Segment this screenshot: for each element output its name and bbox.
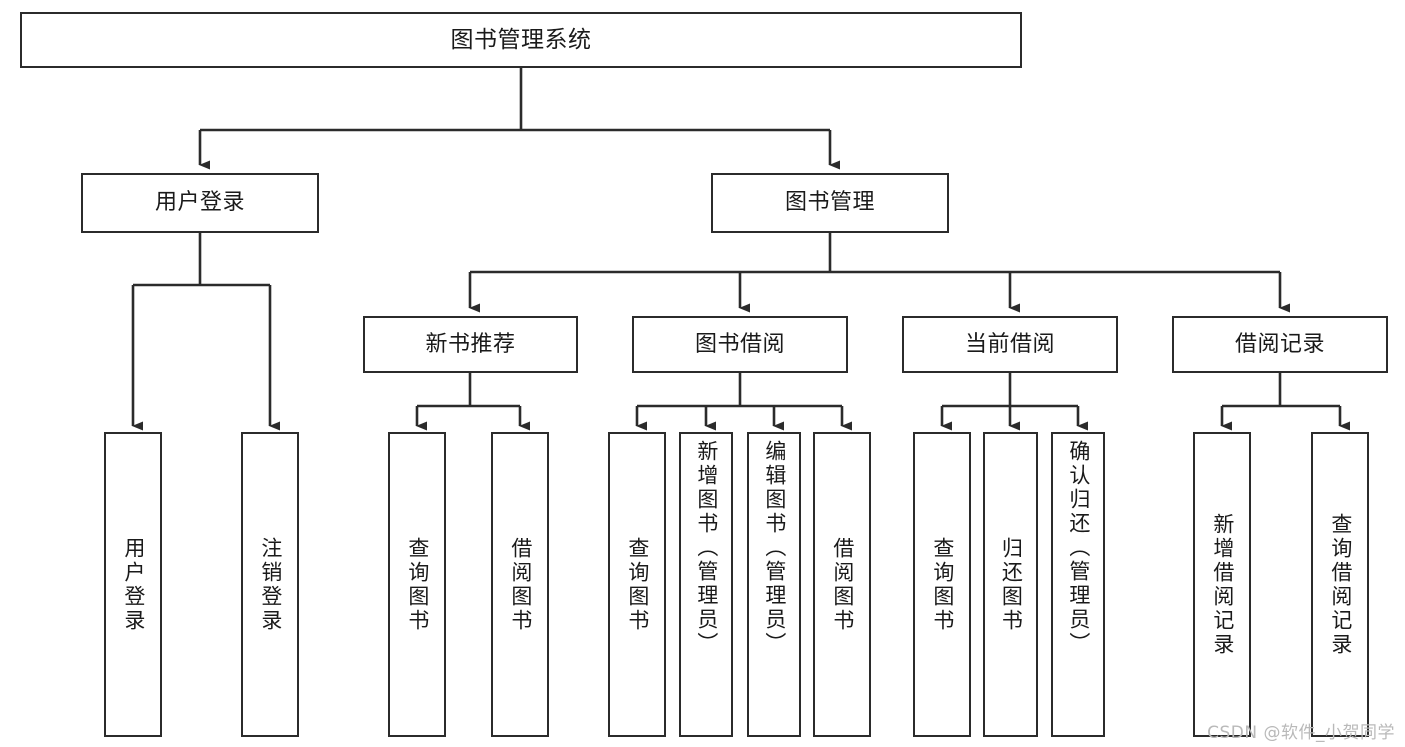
leaf-user-login[interactable]: 用户登录 bbox=[104, 432, 162, 737]
leaf-query-book-borrow-label: 查询图书 bbox=[625, 536, 650, 633]
node-current-borrow[interactable]: 当前借阅 bbox=[902, 316, 1118, 373]
leaf-query-book-current-label: 查询图书 bbox=[930, 536, 955, 633]
leaf-borrow-book-newbook[interactable]: 借阅图书 bbox=[491, 432, 549, 737]
node-current-borrow-label: 当前借阅 bbox=[964, 331, 1055, 357]
node-book-management[interactable]: 图书管理 bbox=[711, 173, 949, 233]
leaf-query-book-current[interactable]: 查询图书 bbox=[913, 432, 971, 737]
leaf-add-book-admin[interactable]: 新增图书（管理员） bbox=[679, 432, 733, 737]
leaf-query-book-newbook-label: 查询图书 bbox=[405, 536, 430, 633]
node-book-management-label: 图书管理 bbox=[784, 190, 875, 216]
node-new-book-recommend-label: 新书推荐 bbox=[425, 331, 516, 357]
leaf-query-book-borrow[interactable]: 查询图书 bbox=[608, 432, 666, 737]
leaf-borrow-book-borrow-label: 借阅图书 bbox=[830, 536, 855, 633]
node-user-login-label: 用户登录 bbox=[154, 190, 245, 216]
leaf-borrow-book-newbook-label: 借阅图书 bbox=[508, 536, 533, 633]
node-new-book-recommend[interactable]: 新书推荐 bbox=[363, 316, 578, 373]
leaf-logout[interactable]: 注销登录 bbox=[241, 432, 299, 737]
leaf-query-borrow-record[interactable]: 查询借阅记录 bbox=[1311, 432, 1369, 737]
leaf-borrow-book-borrow[interactable]: 借阅图书 bbox=[813, 432, 871, 737]
leaf-query-book-newbook[interactable]: 查询图书 bbox=[388, 432, 446, 737]
leaf-add-borrow-record-label: 新增借阅记录 bbox=[1210, 512, 1235, 657]
node-borrow-record-label: 借阅记录 bbox=[1234, 331, 1325, 357]
node-root[interactable]: 图书管理系统 bbox=[20, 12, 1022, 68]
leaf-logout-label: 注销登录 bbox=[258, 536, 283, 633]
leaf-edit-book-admin[interactable]: 编辑图书（管理员） bbox=[747, 432, 801, 737]
node-book-borrow-label: 图书借阅 bbox=[694, 331, 785, 357]
leaf-edit-book-admin-label: 编辑图书（管理员） bbox=[762, 440, 787, 656]
node-user-login[interactable]: 用户登录 bbox=[81, 173, 319, 233]
node-book-borrow[interactable]: 图书借阅 bbox=[632, 316, 848, 373]
leaf-query-borrow-record-label: 查询借阅记录 bbox=[1328, 512, 1353, 657]
leaf-add-book-admin-label: 新增图书（管理员） bbox=[694, 440, 719, 656]
node-borrow-record[interactable]: 借阅记录 bbox=[1172, 316, 1388, 373]
leaf-add-borrow-record[interactable]: 新增借阅记录 bbox=[1193, 432, 1251, 737]
leaf-confirm-return-admin-label: 确认归还（管理员） bbox=[1066, 440, 1091, 656]
leaf-user-login-label: 用户登录 bbox=[121, 536, 146, 633]
node-root-label: 图书管理系统 bbox=[450, 26, 592, 53]
leaf-return-book-label: 归还图书 bbox=[999, 536, 1024, 633]
leaf-return-book[interactable]: 归还图书 bbox=[983, 432, 1038, 737]
leaf-confirm-return-admin[interactable]: 确认归还（管理员） bbox=[1051, 432, 1105, 737]
